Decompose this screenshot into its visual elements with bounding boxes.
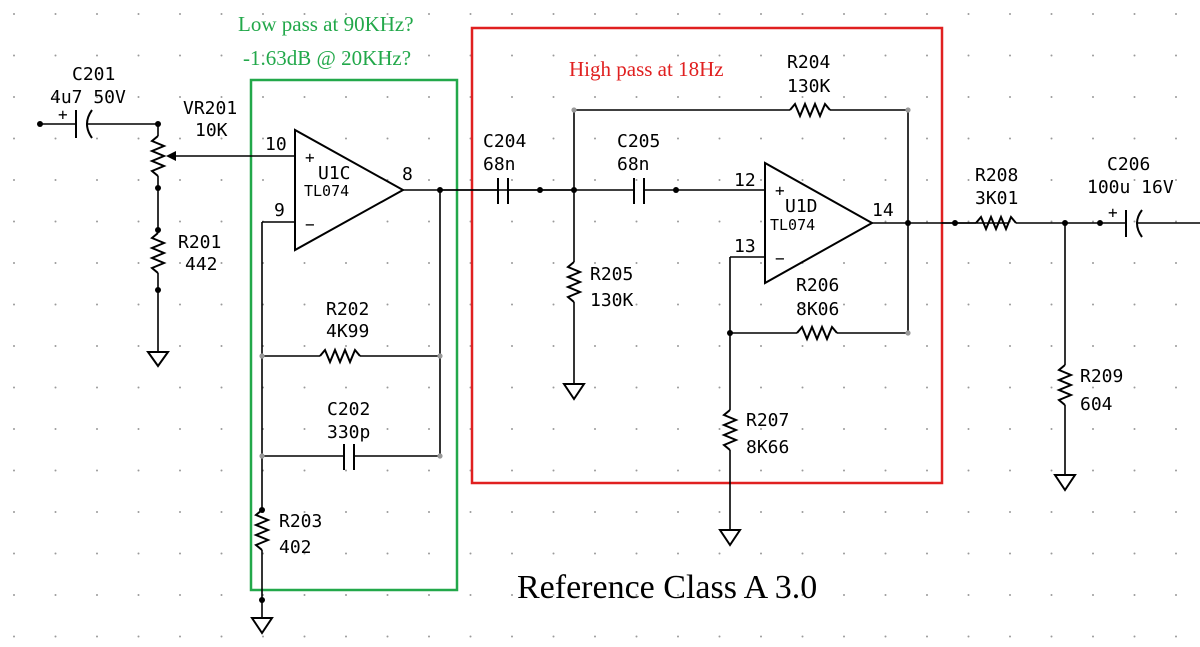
c206-polarity-plus: +: [1108, 203, 1118, 222]
r207-resistor: [718, 409, 742, 547]
c205-ref: C205: [617, 131, 660, 152]
u1c-pin-out: 8: [402, 164, 413, 185]
c204-capacitor: [440, 178, 634, 204]
r205-ref: R205: [590, 264, 633, 285]
c201-capacitor: +: [40, 105, 158, 139]
u1c-ref: U1C: [318, 163, 351, 184]
lowpass-region-box: [249, 78, 459, 592]
r202-ref: R202: [326, 299, 369, 320]
r206-resistor: [729, 224, 909, 410]
r204-value: 130K: [787, 76, 831, 97]
c205-capacitor: [633, 178, 765, 204]
r206-ref: R206: [796, 275, 839, 296]
c201-value: 4u7 50V: [50, 87, 126, 108]
r209-resistor: [1053, 223, 1077, 492]
r207-ref: R207: [746, 410, 789, 431]
r201-value: 442: [185, 254, 218, 275]
lowpass-note-line1: Low pass at 90KHz?: [238, 12, 414, 36]
schematic-title: Reference Class A 3.0: [517, 569, 817, 606]
highpass-note: High pass at 18Hz: [569, 57, 724, 81]
u1d-ref: U1D: [785, 196, 818, 217]
r203-ref: R203: [279, 511, 322, 532]
u1c-minus-sign: −: [305, 215, 315, 234]
r201-ref: R201: [178, 232, 221, 253]
junctions: [37, 107, 1103, 603]
r209-value: 604: [1080, 394, 1113, 415]
r206-value: 8K06: [796, 299, 839, 320]
highpass-region-box: [470, 26, 944, 485]
c202-value: 330p: [327, 422, 370, 443]
vr201-value: 10K: [195, 120, 228, 141]
r201-resistor: [149, 188, 167, 345]
c204-value: 68n: [483, 154, 516, 175]
u1d-opamp: [730, 161, 1008, 285]
r208-value: 3K01: [975, 188, 1018, 209]
c206-value: 100u 16V: [1087, 177, 1174, 198]
u1c-pin-minus: 9: [274, 200, 285, 221]
u1d-minus-sign: −: [775, 249, 785, 268]
u1c-plus-sign: +: [305, 148, 315, 167]
c201-polarity-plus: +: [58, 105, 68, 124]
c204-ref: C204: [483, 131, 526, 152]
r208-resistor: [942, 214, 1126, 232]
r203-resistor: [250, 509, 274, 635]
r205-value: 130K: [590, 290, 634, 311]
c205-value: 68n: [617, 154, 650, 175]
u1d-part: TL074: [770, 216, 815, 234]
r208-ref: R208: [975, 165, 1018, 186]
u1d-pin-minus: 13: [734, 236, 756, 257]
u1d-plus-sign: +: [775, 181, 785, 200]
u1c-pin-plus: 10: [265, 134, 287, 155]
r204-resistor: [573, 101, 909, 224]
r209-ref: R209: [1080, 366, 1123, 387]
r203-value: 402: [279, 537, 312, 558]
r207-value: 8K66: [746, 437, 789, 458]
ground-symbol-1: [146, 345, 170, 368]
c206-ref: C206: [1107, 154, 1150, 175]
r204-ref: R204: [787, 52, 830, 73]
u1d-pin-out: 14: [872, 200, 894, 221]
vr201-ref: VR201: [183, 98, 237, 119]
r205-resistor: [562, 190, 586, 401]
c206-capacitor: +: [1108, 203, 1200, 238]
r202-value: 4K99: [326, 321, 369, 342]
u1d-pin-plus: 12: [734, 170, 756, 191]
lowpass-note-line2: -1.63dB @ 20KHz?: [243, 46, 411, 70]
c201-ref: C201: [72, 64, 115, 85]
c202-ref: C202: [327, 399, 370, 420]
u1c-part: TL074: [304, 182, 349, 200]
u1c-feedback-wiring: [261, 190, 441, 510]
